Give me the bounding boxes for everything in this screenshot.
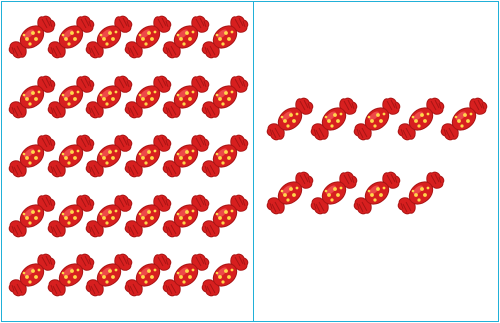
wrapped-candy-icon [265, 170, 315, 216]
wrapped-candy-icon [396, 170, 446, 216]
wrapped-candy-icon [309, 96, 359, 142]
wrapped-candy-icon [439, 96, 489, 142]
wrapped-candy-icon [352, 96, 402, 142]
wrapped-candy-icon [396, 96, 446, 142]
wrapped-candy-icon [200, 74, 250, 120]
wrapped-candy-icon [265, 96, 315, 142]
wrapped-candy-icon [352, 170, 402, 216]
wrapped-candy-icon [200, 252, 250, 298]
wrapped-candy-icon [309, 170, 359, 216]
wrapped-candy-icon [200, 14, 250, 60]
wrapped-candy-icon [200, 133, 250, 179]
wrapped-candy-icon [200, 193, 250, 239]
left-candy-group [1, 1, 254, 322]
right-candy-group [253, 1, 499, 322]
